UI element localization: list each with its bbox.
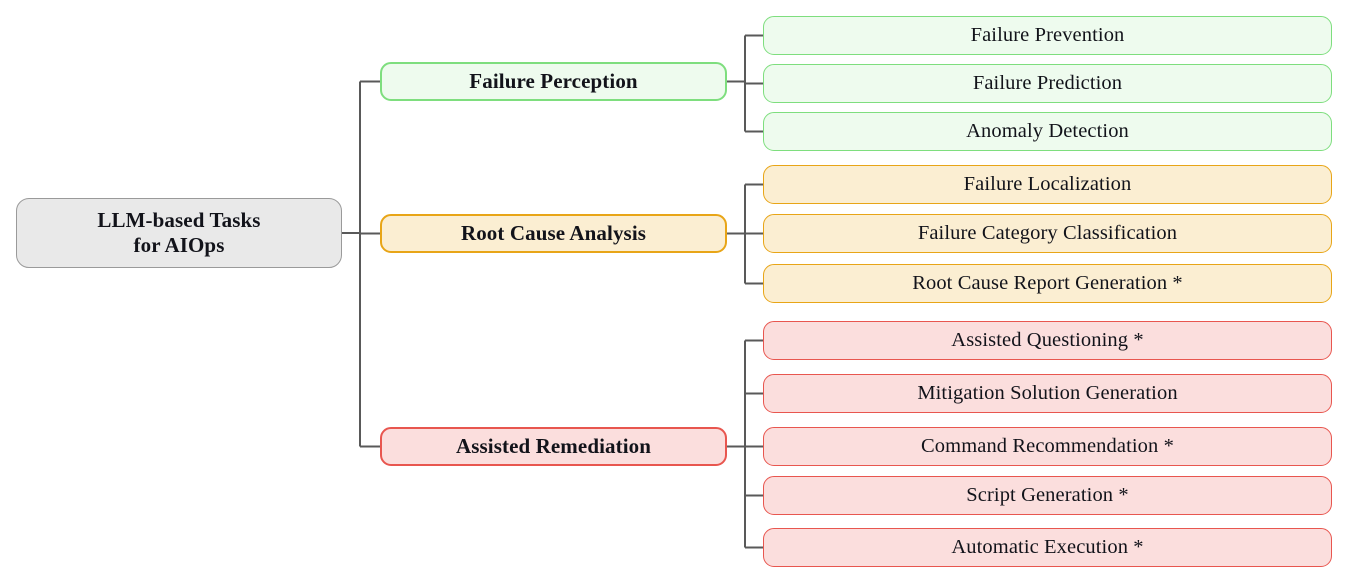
leaf-node-failure-category-classification: Failure Category Classification — [763, 214, 1332, 253]
leaf-node-failure-localization: Failure Localization — [763, 165, 1332, 204]
leaf-node-failure-prediction: Failure Prediction — [763, 64, 1332, 103]
leaf-node-script-generation: Script Generation * — [763, 476, 1332, 515]
leaf-node-assisted-questioning: Assisted Questioning * — [763, 321, 1332, 360]
branch-node-root-cause-analysis: Root Cause Analysis — [380, 214, 727, 253]
leaf-node-command-recommendation: Command Recommendation * — [763, 427, 1332, 466]
leaf-node-automatic-execution: Automatic Execution * — [763, 528, 1332, 567]
root-node: LLM-based Tasks for AIOps — [16, 198, 342, 268]
branch-node-failure-perception: Failure Perception — [380, 62, 727, 101]
branch-node-assisted-remediation: Assisted Remediation — [380, 427, 727, 466]
leaf-node-mitigation-solution-generation: Mitigation Solution Generation — [763, 374, 1332, 413]
leaf-node-failure-prevention: Failure Prevention — [763, 16, 1332, 55]
leaf-node-root-cause-report-generation: Root Cause Report Generation * — [763, 264, 1332, 303]
leaf-node-anomaly-detection: Anomaly Detection — [763, 112, 1332, 151]
